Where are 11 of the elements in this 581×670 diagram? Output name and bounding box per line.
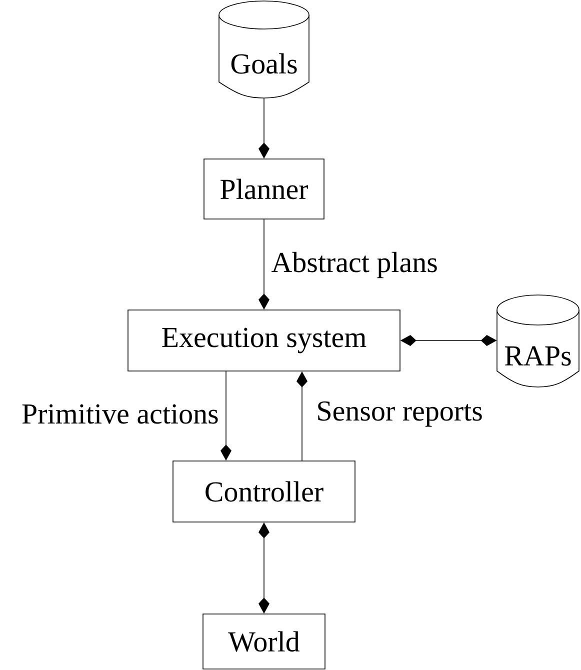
node-label: Goals	[231, 53, 297, 74]
process-box: Execution system	[128, 310, 400, 372]
edge-label: Sensor reports	[315, 400, 484, 428]
process-box: Controller	[172, 460, 356, 522]
storage-cylinder: Goals	[218, 0, 310, 98]
process-box: World	[202, 614, 326, 670]
storage-cylinder: RAPs	[496, 294, 580, 388]
edge-label: Abstract plans	[270, 250, 439, 280]
edge-label: Primitive actions	[20, 403, 220, 425]
process-box: Planner	[204, 158, 324, 220]
node-label: RAPs	[504, 346, 571, 366]
